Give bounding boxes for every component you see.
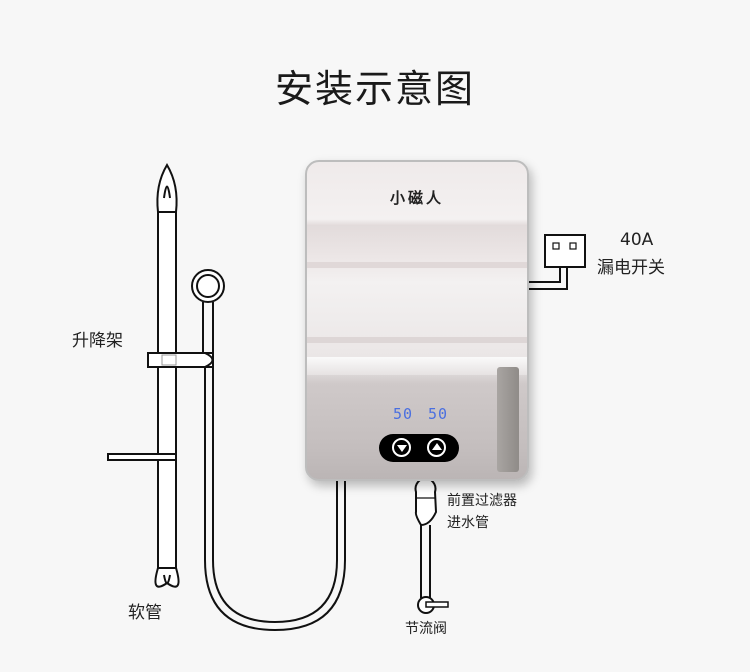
reflection-towel bbox=[497, 367, 519, 472]
brand-logo: 小磁人 bbox=[389, 189, 444, 207]
hose-label: 软管 bbox=[128, 603, 162, 623]
breaker-label: 漏电开关 bbox=[597, 258, 665, 278]
rack-soap-bar bbox=[107, 453, 177, 461]
reflection-tub bbox=[307, 357, 527, 375]
lift-rack-label: 升降架 bbox=[72, 331, 123, 351]
temp-display-right: 50 bbox=[428, 405, 449, 423]
throttle-valve-label: 节流阀 bbox=[405, 621, 447, 637]
inlet-pipe-label: 进水管 bbox=[447, 515, 489, 531]
prefilter-label: 前置过滤器 bbox=[447, 493, 517, 509]
breaker-amps-label: 40A bbox=[620, 230, 654, 250]
rack-top-cap bbox=[156, 163, 178, 213]
water-heater: 小磁人 50 50 bbox=[305, 160, 529, 481]
down-triangle-icon[interactable] bbox=[392, 438, 411, 457]
rack-slider bbox=[147, 352, 214, 368]
leak-breaker bbox=[544, 234, 586, 268]
up-triangle-icon[interactable] bbox=[427, 438, 446, 457]
page-title: 安装示意图 bbox=[274, 67, 475, 111]
control-panel bbox=[379, 434, 459, 462]
lift-rack-pole bbox=[157, 209, 177, 571]
prefilter bbox=[414, 479, 438, 527]
temp-display-left: 50 bbox=[393, 405, 414, 423]
hose bbox=[204, 367, 346, 632]
